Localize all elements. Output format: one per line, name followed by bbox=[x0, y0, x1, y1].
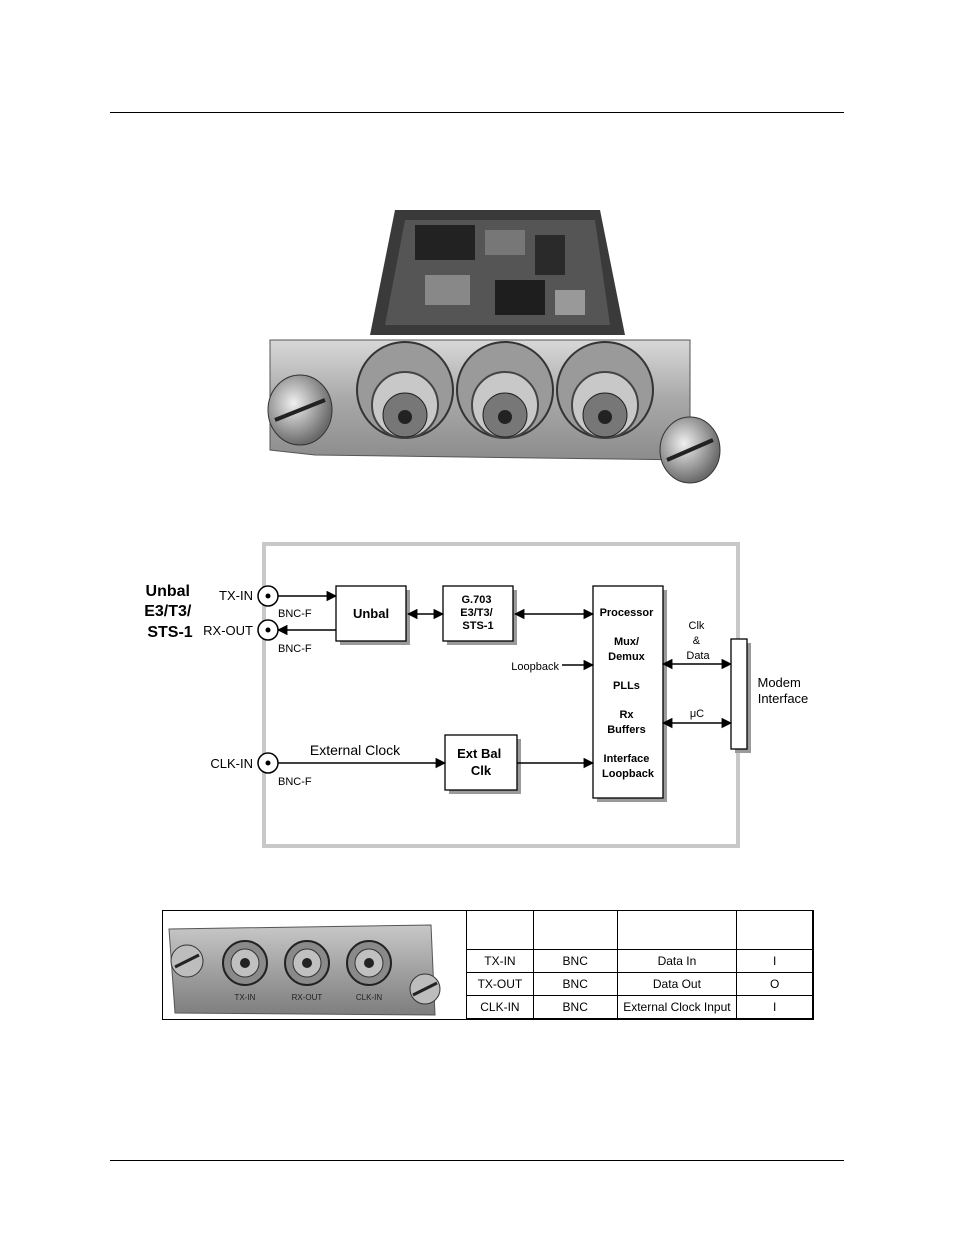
tx-in-connector-icon bbox=[257, 585, 279, 607]
rx-out-label: RX-OUT bbox=[203, 623, 253, 638]
tx-in-label: TX-IN bbox=[219, 588, 253, 603]
column-header bbox=[616, 910, 738, 950]
bnc-connector-icon bbox=[556, 341, 654, 439]
table-row: TX-IN BNC Data In I bbox=[466, 949, 813, 973]
panel-label-tx-in: TX-IN bbox=[235, 993, 256, 1002]
clk-in-connector-icon bbox=[257, 752, 279, 774]
rx-out-connector-icon bbox=[257, 619, 279, 641]
unbal-block-label: Unbal bbox=[353, 606, 389, 621]
product-photo bbox=[267, 210, 721, 484]
footer-rule bbox=[110, 1160, 844, 1161]
loopback-label: Loopback bbox=[511, 661, 559, 673]
bnc-connector-icon bbox=[346, 940, 392, 986]
unbal-block bbox=[335, 585, 407, 642]
signal-description-cell: External Clock Input bbox=[616, 995, 738, 1019]
connector-name-cell: CLK-IN bbox=[466, 995, 534, 1019]
processor-block bbox=[592, 585, 664, 799]
bnc-connector-icon bbox=[284, 940, 330, 986]
clk-data-label: Clk & Data bbox=[686, 620, 710, 662]
connector-type-cell: BNC bbox=[532, 972, 618, 996]
bnc-f-label: BNC-F bbox=[278, 643, 312, 655]
table-header-row bbox=[466, 910, 813, 950]
bnc-f-label: BNC-F bbox=[278, 608, 312, 620]
external-clock-label: External Clock bbox=[310, 742, 401, 758]
panel-label-rx-out: RX-OUT bbox=[292, 993, 323, 1002]
uc-label: μC bbox=[690, 708, 704, 720]
block-diagram: Unbal E3/T3/ STS-1 TX-IN RX-OUT CLK-IN B… bbox=[144, 542, 809, 848]
bnc-connector-icon bbox=[356, 341, 454, 439]
panel-photo: TX-IN RX-OUT CLK-IN bbox=[168, 924, 441, 1016]
table-row: CLK-IN BNC External Clock Input I bbox=[466, 995, 813, 1019]
column-header bbox=[466, 910, 534, 950]
connector-pinout-table: TX-IN BNC Data In I TX-OUT BNC Data Out … bbox=[466, 910, 813, 1019]
connector-type-cell: BNC bbox=[532, 949, 618, 973]
direction-cell: I bbox=[736, 995, 813, 1019]
bnc-connector-icon bbox=[222, 940, 268, 986]
bnc-connector-icon bbox=[456, 341, 554, 439]
column-header bbox=[532, 910, 618, 950]
table-row: TX-OUT BNC Data Out O bbox=[466, 972, 813, 996]
direction-cell: O bbox=[736, 972, 813, 996]
modem-interface-label: Modem Interface bbox=[758, 675, 809, 706]
connector-panel: TX-IN RX-OUT CLK-IN TX-IN BNC Data In I … bbox=[162, 910, 814, 1020]
clk-in-label: CLK-IN bbox=[210, 756, 253, 771]
connector-type-cell: BNC bbox=[532, 995, 618, 1019]
panel-label-clk-in: CLK-IN bbox=[356, 993, 382, 1002]
g703-block-label: G.703 E3/T3/ STS-1 bbox=[460, 594, 495, 632]
modem-interface-bar bbox=[730, 638, 748, 750]
signal-description-cell: Data Out bbox=[616, 972, 738, 996]
processor-block-label: Processor Mux/ Demux PLLs Rx Buffers Int… bbox=[600, 607, 657, 780]
header-rule bbox=[110, 112, 844, 113]
ext-clk-block-label: Ext Bal Clk bbox=[457, 746, 505, 778]
connector-name-cell: TX-IN bbox=[466, 949, 534, 973]
signal-description-cell: Data In bbox=[616, 949, 738, 973]
interface-title: Unbal E3/T3/ STS-1 bbox=[144, 583, 196, 641]
column-header bbox=[736, 910, 813, 950]
direction-cell: I bbox=[736, 949, 813, 973]
connector-name-cell: TX-OUT bbox=[466, 972, 534, 996]
bnc-f-label: BNC-F bbox=[278, 776, 312, 788]
